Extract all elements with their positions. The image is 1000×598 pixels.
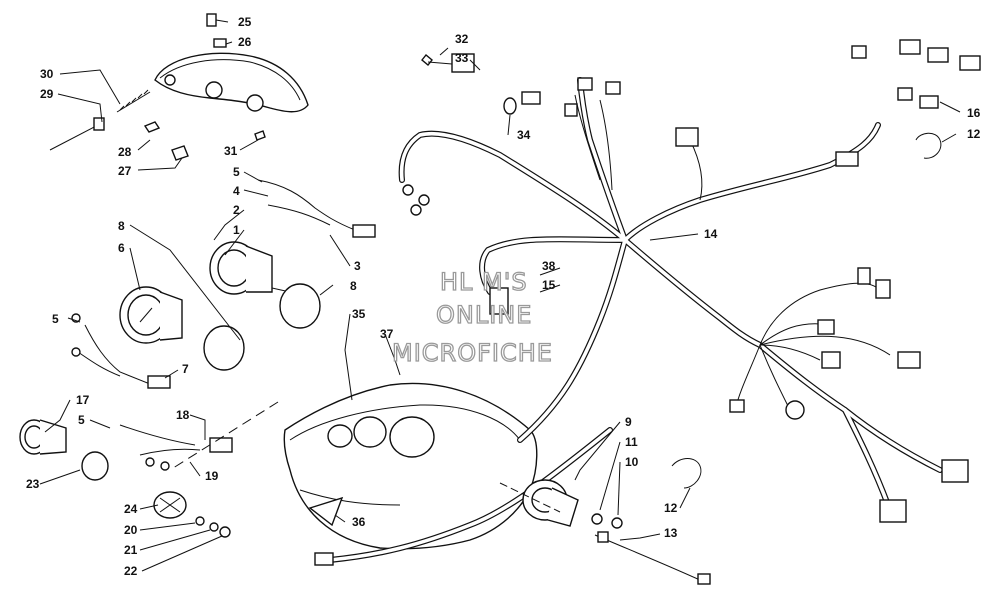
harness-connectors [314,39,981,566]
spring-and-bolt [49,89,266,161]
callout-20: 20 [124,523,138,537]
warning-decal [308,496,344,527]
callout-5-mid: 5 [52,312,59,326]
callout-5-top: 5 [233,165,240,179]
headlight-assembly [499,479,623,529]
callout-4: 4 [233,184,240,198]
callout-18: 18 [176,408,190,422]
callout-35: 35 [352,307,366,321]
watermark: HL M'S ONLINE MICROFICHE [391,267,553,367]
gauge-mount-bracket [153,491,231,538]
gauge-gasket-rings [81,283,321,481]
speedometer-cable [594,531,711,585]
callout-17: 17 [76,393,90,407]
callout-3: 3 [354,259,361,273]
callout-7: 7 [182,362,189,376]
dash-panel [283,382,538,550]
leader-lines [39,19,961,572]
callout-36: 36 [352,515,366,529]
callout-9: 9 [625,415,632,429]
callout-25: 25 [238,15,252,29]
callout-26: 26 [238,35,252,49]
callout-38: 38 [542,259,556,273]
callout-10: 10 [625,455,639,469]
callout-14: 14 [704,227,718,241]
watermark-line-2: ONLINE [436,301,532,329]
callout-30: 30 [40,67,54,81]
callout-12-low: 12 [664,501,678,515]
callout-13: 13 [664,526,678,540]
speedometer-gauge [209,241,291,295]
small-gauge [19,419,67,455]
callout-5-low: 5 [78,413,85,427]
callout-33: 33 [455,51,469,65]
ring-terminals [71,184,430,471]
callout-31: 31 [224,144,238,158]
callout-32: 32 [455,32,469,46]
callout-8-upper: 8 [118,219,125,233]
callout-29: 29 [40,87,54,101]
callout-23: 23 [26,477,40,491]
callout-24: 24 [124,502,138,516]
callout-8-lower: 8 [350,279,357,293]
callout-11: 11 [625,435,638,449]
callout-labels: 25 26 30 29 28 27 31 5 4 2 1 3 8 6 8 5 7… [26,15,981,578]
cable-clips [671,132,942,489]
callout-6: 6 [118,241,125,255]
callout-37: 37 [380,327,394,341]
callout-19: 19 [205,469,219,483]
callout-22: 22 [124,564,138,578]
bolt-and-relay [421,54,517,115]
watermark-line-1: HL M'S [440,268,528,296]
callout-1: 1 [233,223,240,237]
callout-27: 27 [118,164,132,178]
callout-34: 34 [517,128,531,142]
callout-2: 2 [233,203,240,217]
callout-16: 16 [967,106,981,120]
callout-15: 15 [542,278,556,292]
callout-21: 21 [124,543,138,557]
watermark-line-3: MICROFICHE [392,339,553,367]
tachometer-gauge [119,286,183,344]
callout-28: 28 [118,145,132,159]
callout-12-top: 12 [967,127,981,141]
main-wiring-harness [327,77,943,563]
gauge-pod-housing [154,13,309,113]
